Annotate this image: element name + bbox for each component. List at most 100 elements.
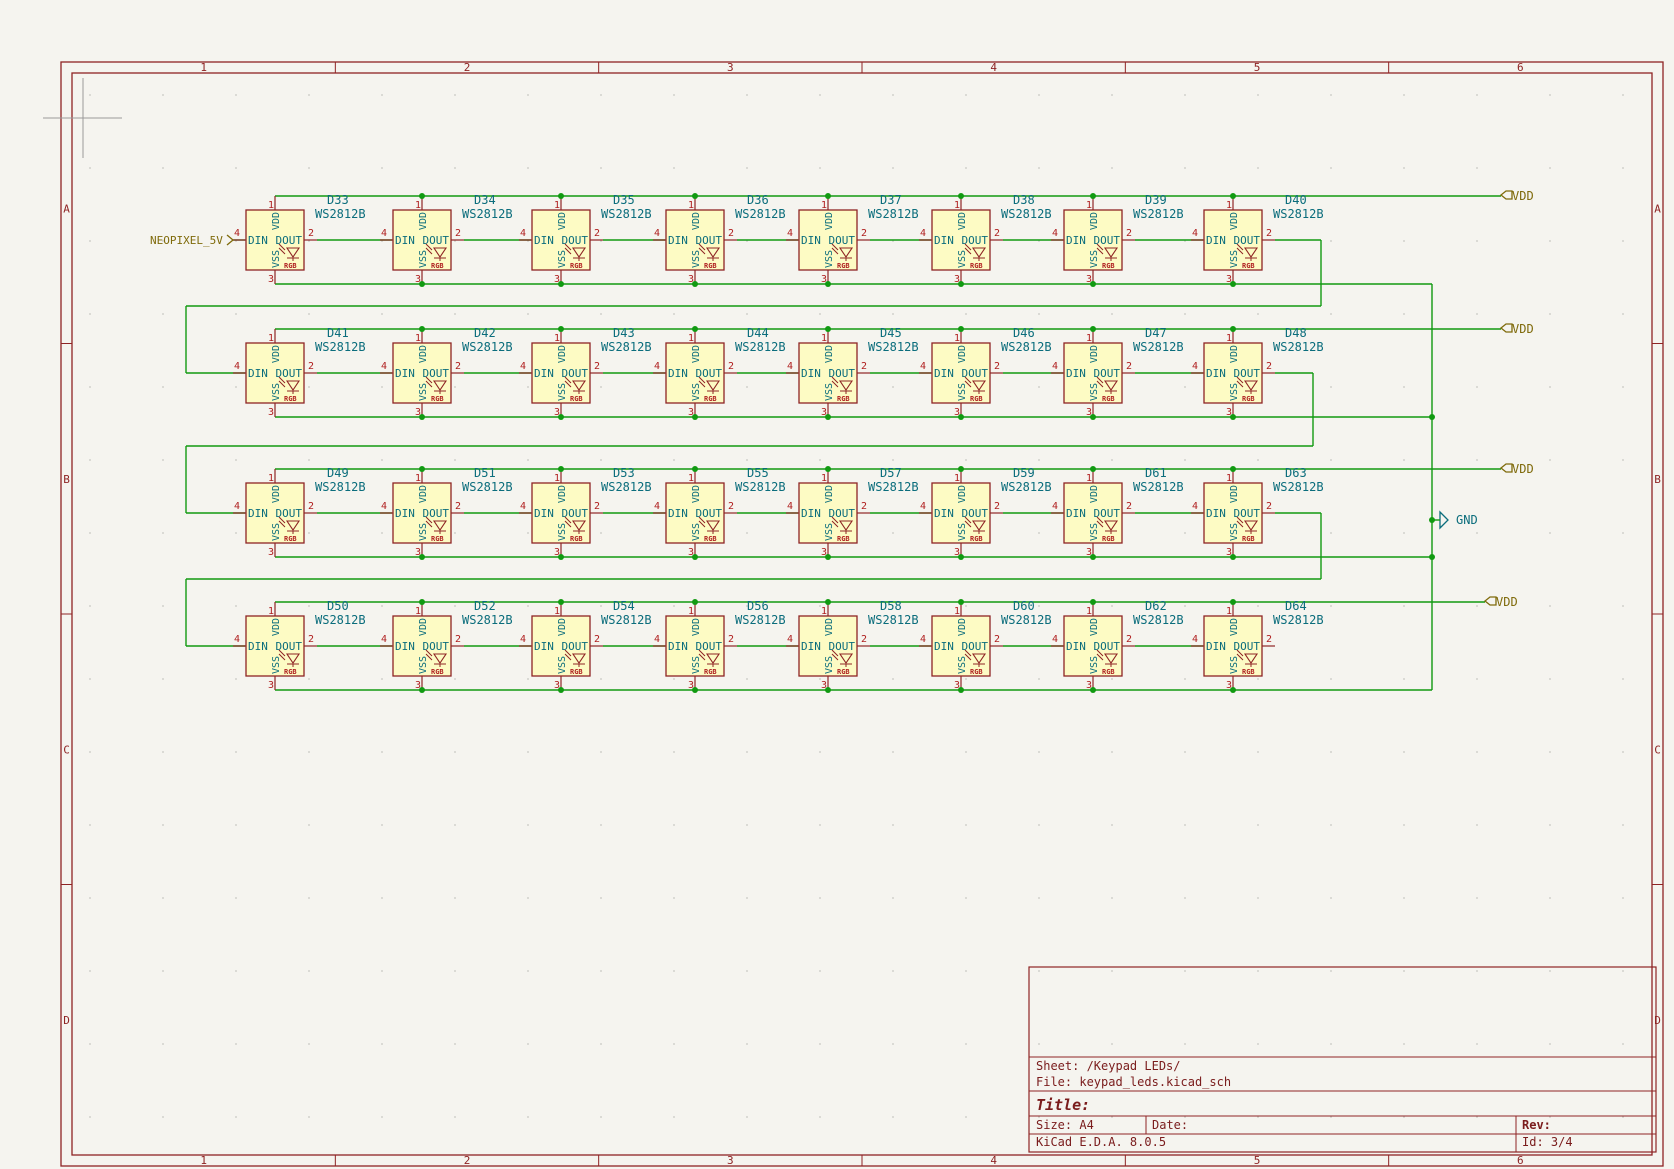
pin-number-dout: 2 xyxy=(1266,634,1272,645)
power-vdd-row-2[interactable]: VDD xyxy=(1499,322,1534,336)
column-label-top: 4 xyxy=(990,61,997,74)
pin-name-din: DIN xyxy=(395,367,415,380)
grid-dot xyxy=(600,94,602,96)
led-value: WS2812B xyxy=(1273,480,1324,494)
grid-dot xyxy=(965,94,967,96)
grid-dot xyxy=(162,678,164,680)
power-vdd-row-1[interactable]: VDD xyxy=(1499,189,1534,203)
led-rgb-label: RGB xyxy=(431,395,444,403)
grid-dot xyxy=(454,94,456,96)
grid-dot xyxy=(1476,94,1478,96)
pin-name-vss: VSS xyxy=(824,250,835,268)
grid-dot xyxy=(1622,970,1624,972)
pin-name-din: DIN xyxy=(668,507,688,520)
led-body xyxy=(245,342,305,404)
grid-dot xyxy=(308,459,310,461)
pin-number-vdd: 1 xyxy=(821,200,827,211)
led-reference: D38 xyxy=(1013,193,1035,207)
grid-dot xyxy=(89,240,91,242)
led-value: WS2812B xyxy=(1001,480,1052,494)
grid-dot xyxy=(308,678,310,680)
grid-dot xyxy=(819,897,821,899)
grid-dot xyxy=(746,386,748,388)
led-rgb-label: RGB xyxy=(431,668,444,676)
led-value: WS2812B xyxy=(1133,613,1184,627)
grid-dot xyxy=(1622,1116,1624,1118)
grid-dot xyxy=(673,1043,675,1045)
grid-dot xyxy=(1549,94,1551,96)
grid-dot xyxy=(454,167,456,169)
pin-number-dout: 2 xyxy=(728,228,734,239)
pin-number-vdd: 1 xyxy=(1226,200,1232,211)
grid-dot xyxy=(1038,897,1040,899)
junction-dot xyxy=(419,599,425,605)
pin-name-vdd: VDD xyxy=(1229,212,1240,230)
grid-dot xyxy=(1403,240,1405,242)
led-light-icon xyxy=(564,243,580,261)
grid-dot xyxy=(1038,1043,1040,1045)
pin-number-dout: 2 xyxy=(594,361,600,372)
pin-number-dout: 2 xyxy=(861,501,867,512)
led-body xyxy=(1203,209,1263,271)
junction-dot xyxy=(825,554,831,560)
grid-dot xyxy=(1549,824,1551,826)
pin-number-din: 4 xyxy=(234,501,240,512)
pin-name-vss: VSS xyxy=(824,383,835,401)
junction-dot xyxy=(1230,554,1236,560)
junction-dot xyxy=(825,599,831,605)
junction-dot xyxy=(419,554,425,560)
pin-number-dout: 2 xyxy=(455,361,461,372)
led-reference: D56 xyxy=(747,599,769,613)
pin-number-vss: 3 xyxy=(821,547,827,558)
power-gnd[interactable]: GND xyxy=(1432,510,1478,530)
pin-name-vss: VSS xyxy=(691,250,702,268)
pin-number-dout: 2 xyxy=(861,634,867,645)
led-body xyxy=(665,482,725,544)
led-body xyxy=(931,342,991,404)
power-vdd-row-4[interactable]: VDD xyxy=(1483,595,1518,609)
input-label-neopixel[interactable]: NEOPIXEL_5V xyxy=(150,234,235,247)
grid-dot xyxy=(892,1043,894,1045)
grid-dot xyxy=(527,1043,529,1045)
power-vdd-row-3[interactable]: VDD xyxy=(1499,462,1534,476)
row-label-right: A xyxy=(1654,202,1661,215)
led-light-icon xyxy=(1236,243,1252,261)
junction-dot xyxy=(692,326,698,332)
pin-name-vss: VSS xyxy=(1229,383,1240,401)
grid-dot xyxy=(1184,459,1186,461)
led-light-icon xyxy=(1236,376,1252,394)
column-label-bottom: 2 xyxy=(464,1154,471,1167)
